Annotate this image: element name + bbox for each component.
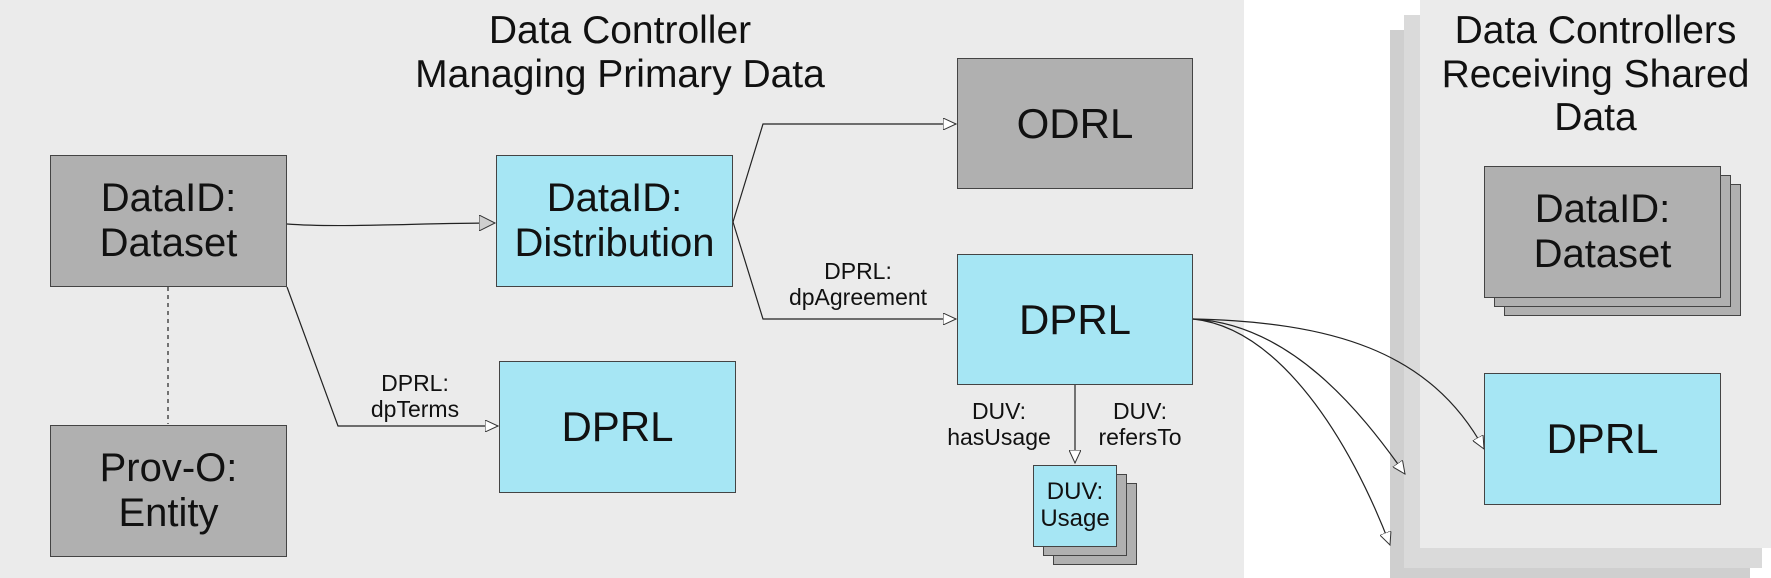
dataid-distribution-node: DataID: Distribution <box>496 155 733 287</box>
label-has-usage: DUV: hasUsage <box>947 398 1051 451</box>
label-dp-terms: DPRL: dpTerms <box>370 370 460 423</box>
label-dp-agreement: DPRL: dpAgreement <box>788 258 928 311</box>
edge-share-dprl <box>1192 318 1484 449</box>
duv-usage-node: DUV: Usage <box>1033 465 1117 547</box>
right-panel-title: Data Controllers Receiving Shared Data <box>1441 9 1750 140</box>
shared-dprl-node: DPRL <box>1484 373 1721 505</box>
edge-odrl <box>732 124 956 223</box>
edge-dp-agreement <box>732 221 956 319</box>
odrl-node: ODRL <box>957 58 1193 189</box>
prov-entity-node: Prov-O: Entity <box>50 425 287 557</box>
dprl-terms-node: DPRL <box>499 361 736 493</box>
edge-dataset-distribution <box>286 223 495 226</box>
dprl-agreement-node: DPRL <box>957 254 1193 385</box>
left-panel-title: Data Controller Managing Primary Data <box>415 9 825 96</box>
label-refers-to: DUV: refersTo <box>1098 398 1182 451</box>
shared-dataid-dataset-node: DataID: Dataset <box>1484 166 1721 298</box>
edge-dp-terms <box>286 286 498 426</box>
dataid-dataset-node: DataID: Dataset <box>50 155 287 287</box>
edge-share-1 <box>1192 318 1405 474</box>
edge-share-2 <box>1192 318 1390 545</box>
